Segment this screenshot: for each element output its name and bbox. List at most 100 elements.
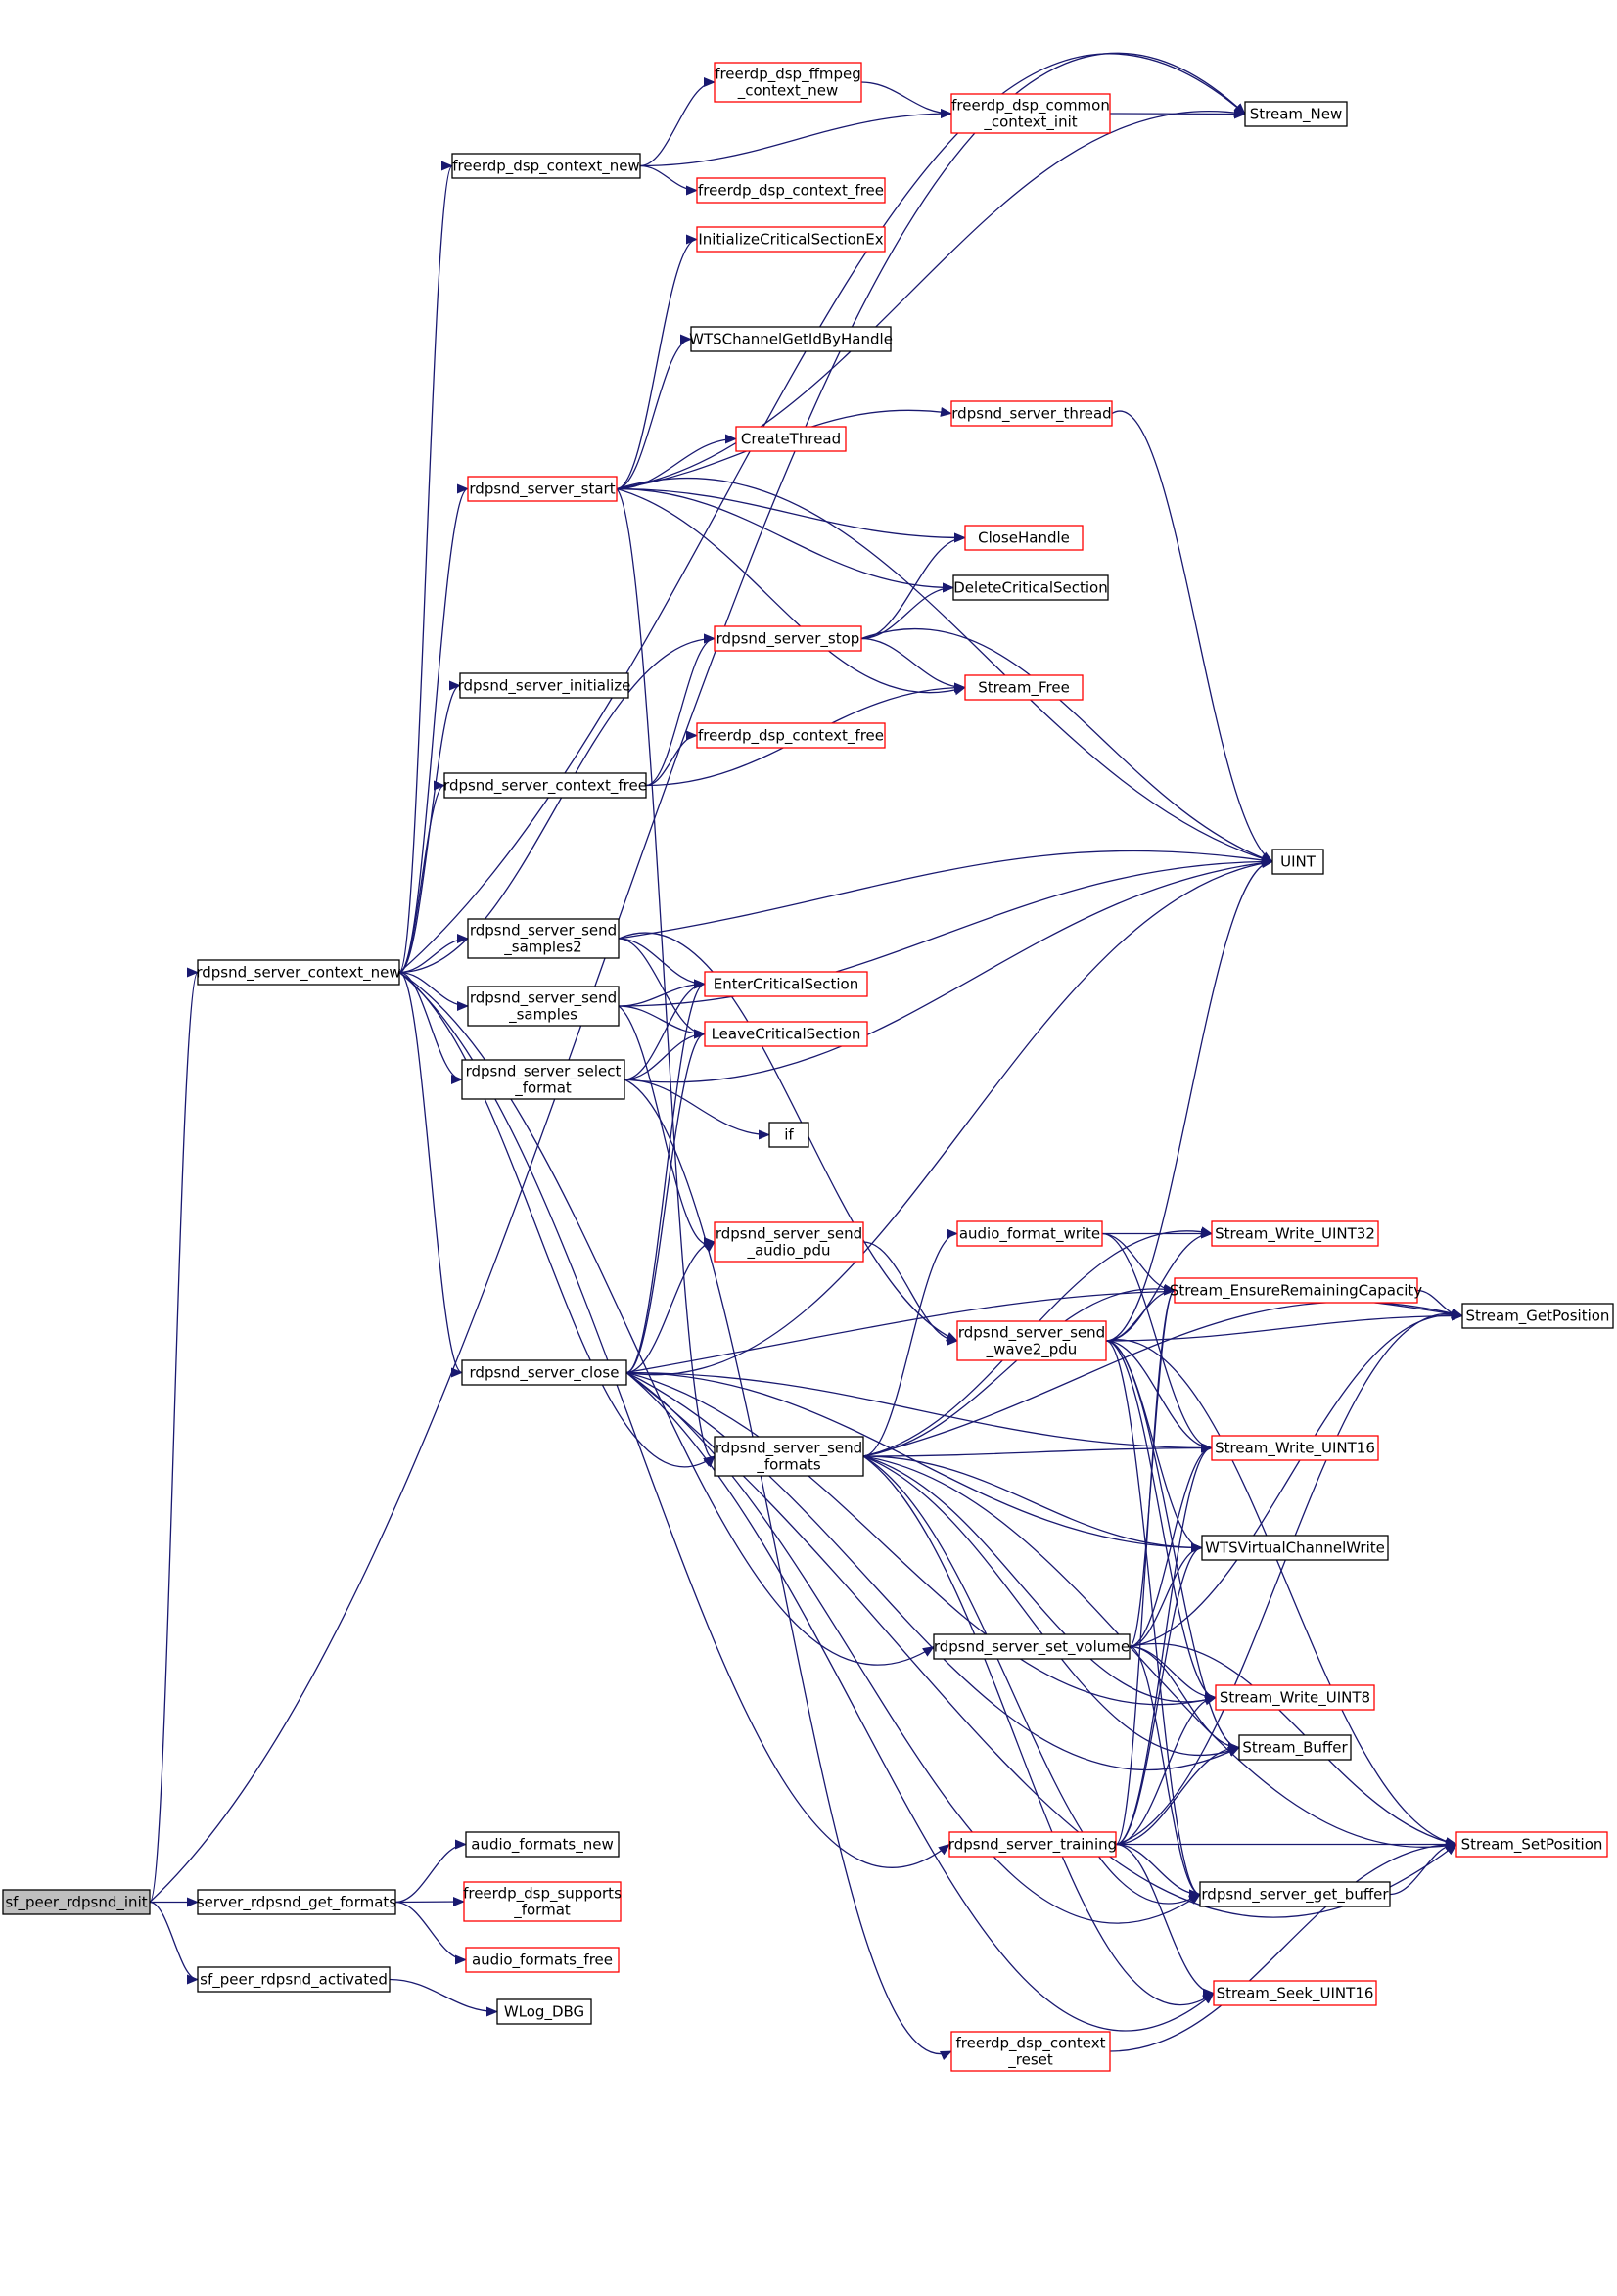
node-label: rdpsnd_server_send	[470, 922, 617, 941]
node-box	[950, 93, 1111, 134]
node-sf-peer-rdpsnd-activated[interactable]: sf_peer_rdpsnd_activated	[197, 1966, 391, 1993]
node-InitializeCriticalSectionEx[interactable]: InitializeCriticalSectionEx	[696, 226, 886, 253]
node-sf-peer-rdpsnd-init[interactable]: sf_peer_rdpsnd_init	[2, 1889, 151, 1915]
node-CreateThread[interactable]: CreateThread	[735, 426, 847, 452]
node-freerdp-dsp-common-context-init[interactable]: freerdp_dsp_common_context_init	[950, 93, 1111, 134]
node-rdpsnd-server-select-format[interactable]: rdpsnd_server_select_format	[461, 1059, 625, 1100]
node-rdpsnd-server-send-wave2-pdu[interactable]: rdpsnd_server_send_wave2_pdu	[956, 1320, 1107, 1361]
node-freerdp-dsp-supports-format[interactable]: freerdp_dsp_supports_format	[463, 1881, 622, 1922]
node-rdpsnd-server-send-samples[interactable]: rdpsnd_server_send_samples	[467, 986, 620, 1027]
node-box	[2, 1889, 151, 1915]
node-rdpsnd-server-set-volume[interactable]: rdpsnd_server_set_volume	[933, 1633, 1131, 1660]
node-freerdp-dsp-ffmpeg-context-new[interactable]: freerdp_dsp_ffmpeg_context_new	[714, 62, 862, 103]
node-audio-formats-new[interactable]: audio_formats_new	[465, 1831, 620, 1858]
node-Stream-EnsureRemainingCapacity[interactable]: Stream_EnsureRemainingCapacity	[1170, 1277, 1422, 1304]
node-UINT[interactable]: UINT	[1271, 849, 1324, 875]
node-WLog-DBG[interactable]: WLog_DBG	[496, 1998, 592, 2025]
node-rdpsnd-server-thread[interactable]: rdpsnd_server_thread	[950, 400, 1113, 427]
node-WTSChannelGetIdByHandle[interactable]: WTSChannelGetIdByHandle	[689, 326, 893, 352]
node-CloseHandle[interactable]: CloseHandle	[964, 525, 1084, 551]
node-DeleteCriticalSection[interactable]: DeleteCriticalSection	[952, 574, 1109, 601]
edge-rdpsnd_server_context_new-to-rdpsnd_server_send_samples	[398, 971, 469, 1011]
edge-rdpsnd_server_select_format-to-EnterCriticalSection	[624, 979, 706, 1080]
node-rdpsnd-server-get-buffer[interactable]: rdpsnd_server_get_buffer	[1199, 1881, 1391, 1907]
node-Stream-Write-UINT8[interactable]: Stream_Write_UINT8	[1215, 1684, 1375, 1711]
edge-rdpsnd_server_send_wave2_pdu-to-Stream_GetPosition	[1105, 1310, 1463, 1342]
node-Stream-Seek-UINT16[interactable]: Stream_Seek_UINT16	[1213, 1980, 1377, 2006]
node-audio-format-write[interactable]: audio_format_write	[956, 1220, 1103, 1247]
node-label: Stream_Write_UINT32	[1215, 1225, 1375, 1244]
node-label: _reset	[1007, 2051, 1053, 2070]
node-box	[735, 426, 847, 452]
edge-rdpsnd_server_thread-to-UINT	[1111, 410, 1273, 863]
node-Stream-Free[interactable]: Stream_Free	[964, 674, 1084, 701]
edge-freerdp_dsp_context_reset-to-Stream_SetPosition	[1109, 1839, 1457, 2052]
node-freerdp-dsp-context-new[interactable]: freerdp_dsp_context_new	[451, 153, 641, 179]
node-label: rdpsnd_server_send	[470, 989, 617, 1008]
node-box	[197, 1966, 391, 1993]
node-label: Stream_SetPosition	[1461, 1836, 1603, 1855]
node-box	[956, 1320, 1107, 1361]
node-rdpsnd-server-context-free[interactable]: rdpsnd_server_context_free	[443, 772, 647, 799]
node-label: Stream_Write_UINT8	[1220, 1689, 1370, 1708]
node-LeaveCriticalSection[interactable]: LeaveCriticalSection	[704, 1021, 868, 1047]
edge-rdpsnd_server_training-to-WTSVirtualChannelWrite	[1115, 1542, 1203, 1846]
node-Stream-Buffer[interactable]: Stream_Buffer	[1238, 1734, 1352, 1761]
node-label: server_rdpsnd_get_formats	[197, 1894, 396, 1912]
node-server-rdpsnd-get-formats[interactable]: server_rdpsnd_get_formats	[197, 1889, 396, 1915]
node-box	[956, 1220, 1103, 1247]
edge-rdpsnd_server_close-to-Stream_Buffer	[625, 1371, 1240, 1771]
node-rdpsnd-server-send-formats[interactable]: rdpsnd_server_send_formats	[714, 1436, 864, 1477]
node-label: _samples	[508, 1006, 578, 1025]
node-label: LeaveCriticalSection	[712, 1026, 861, 1043]
node-box	[1244, 101, 1348, 127]
edge-layer	[149, 52, 1463, 2061]
edge-rdpsnd_server_close-to-Stream_Write_UINT16	[625, 1371, 1213, 1453]
node-rdpsnd-server-start[interactable]: rdpsnd_server_start	[467, 476, 618, 502]
edge-rdpsnd_server_stop-to-DeleteCriticalSection	[860, 582, 954, 640]
node-rdpsnd-server-context-new[interactable]: rdpsnd_server_context_new	[196, 959, 401, 986]
node-audio-formats-free[interactable]: audio_formats_free	[465, 1947, 620, 1973]
node-label: Stream_Write_UINT16	[1215, 1440, 1375, 1458]
node-label: audio_formats_new	[471, 1836, 613, 1855]
node-rdpsnd-server-training[interactable]: rdpsnd_server_training	[948, 1831, 1117, 1858]
node-box	[952, 574, 1109, 601]
node-freerdp-dsp-context-reset[interactable]: freerdp_dsp_context_reset	[950, 2031, 1111, 2072]
edge-rdpsnd_server_send_samples-to-UINT	[618, 856, 1273, 1007]
edge-rdpsnd_server_send_formats-to-rdpsnd_server_get_buffer	[862, 1455, 1201, 1905]
edge-rdpsnd_server_training-to-Stream_EnsureRemainingCapacity	[1115, 1285, 1176, 1846]
node-WTSVirtualChannelWrite[interactable]: WTSVirtualChannelWrite	[1201, 1535, 1389, 1561]
node-label: CreateThread	[741, 431, 841, 448]
node-label: Stream_EnsureRemainingCapacity	[1170, 1282, 1422, 1301]
node-freerdp-dsp-context-free-2[interactable]: freerdp_dsp_context_free	[696, 722, 886, 749]
node-freerdp-dsp-context-free-1[interactable]: freerdp_dsp_context_free	[696, 177, 886, 204]
node-EnterCriticalSection[interactable]: EnterCriticalSection	[704, 971, 868, 997]
edge-rdpsnd_server_send_samples-to-rdpsnd_server_send_audio_pdu	[618, 1005, 716, 1253]
node-if[interactable]: if	[768, 1122, 809, 1148]
node-Stream-GetPosition[interactable]: Stream_GetPosition	[1461, 1303, 1614, 1329]
edge-freerdp_dsp_context_new-to-freerdp_dsp_common_context_init	[639, 109, 952, 167]
node-Stream-Write-UINT16[interactable]: Stream_Write_UINT16	[1211, 1435, 1379, 1461]
node-box	[467, 986, 620, 1027]
node-rdpsnd-server-initialize[interactable]: rdpsnd_server_initialize	[458, 672, 631, 699]
node-label: rdpsnd_server_initialize	[458, 677, 631, 696]
node-rdpsnd-server-stop[interactable]: rdpsnd_server_stop	[714, 625, 862, 652]
edge-rdpsnd_server_send_samples2-to-UINT	[618, 850, 1273, 940]
node-label: freerdp_dsp_common	[951, 97, 1110, 115]
node-Stream-Write-UINT32[interactable]: Stream_Write_UINT32	[1211, 1220, 1379, 1247]
node-label: _context_init	[983, 114, 1077, 132]
edge-rdpsnd_server_start-to-Stream_New	[616, 107, 1246, 490]
edge-sf_peer_rdpsnd_init-to-Stream_New	[149, 52, 1246, 1903]
node-Stream-New[interactable]: Stream_New	[1244, 101, 1348, 127]
node-box	[1215, 1684, 1375, 1711]
edge-sf_peer_rdpsnd_init-to-sf_peer_rdpsnd_activated	[149, 1901, 199, 1985]
node-Stream-SetPosition[interactable]: Stream_SetPosition	[1455, 1831, 1608, 1858]
node-rdpsnd-server-close[interactable]: rdpsnd_server_close	[461, 1359, 627, 1386]
node-box	[1213, 1980, 1377, 2006]
node-rdpsnd-server-send-audio-pdu[interactable]: rdpsnd_server_send_audio_pdu	[714, 1221, 864, 1263]
edge-rdpsnd_server_training-to-Stream_Buffer	[1115, 1742, 1240, 1846]
node-label: _format	[513, 1902, 571, 1920]
node-label: Stream_GetPosition	[1466, 1308, 1610, 1326]
node-label: audio_format_write	[959, 1225, 1100, 1244]
node-rdpsnd-server-send-samples2[interactable]: rdpsnd_server_send_samples2	[467, 918, 620, 959]
